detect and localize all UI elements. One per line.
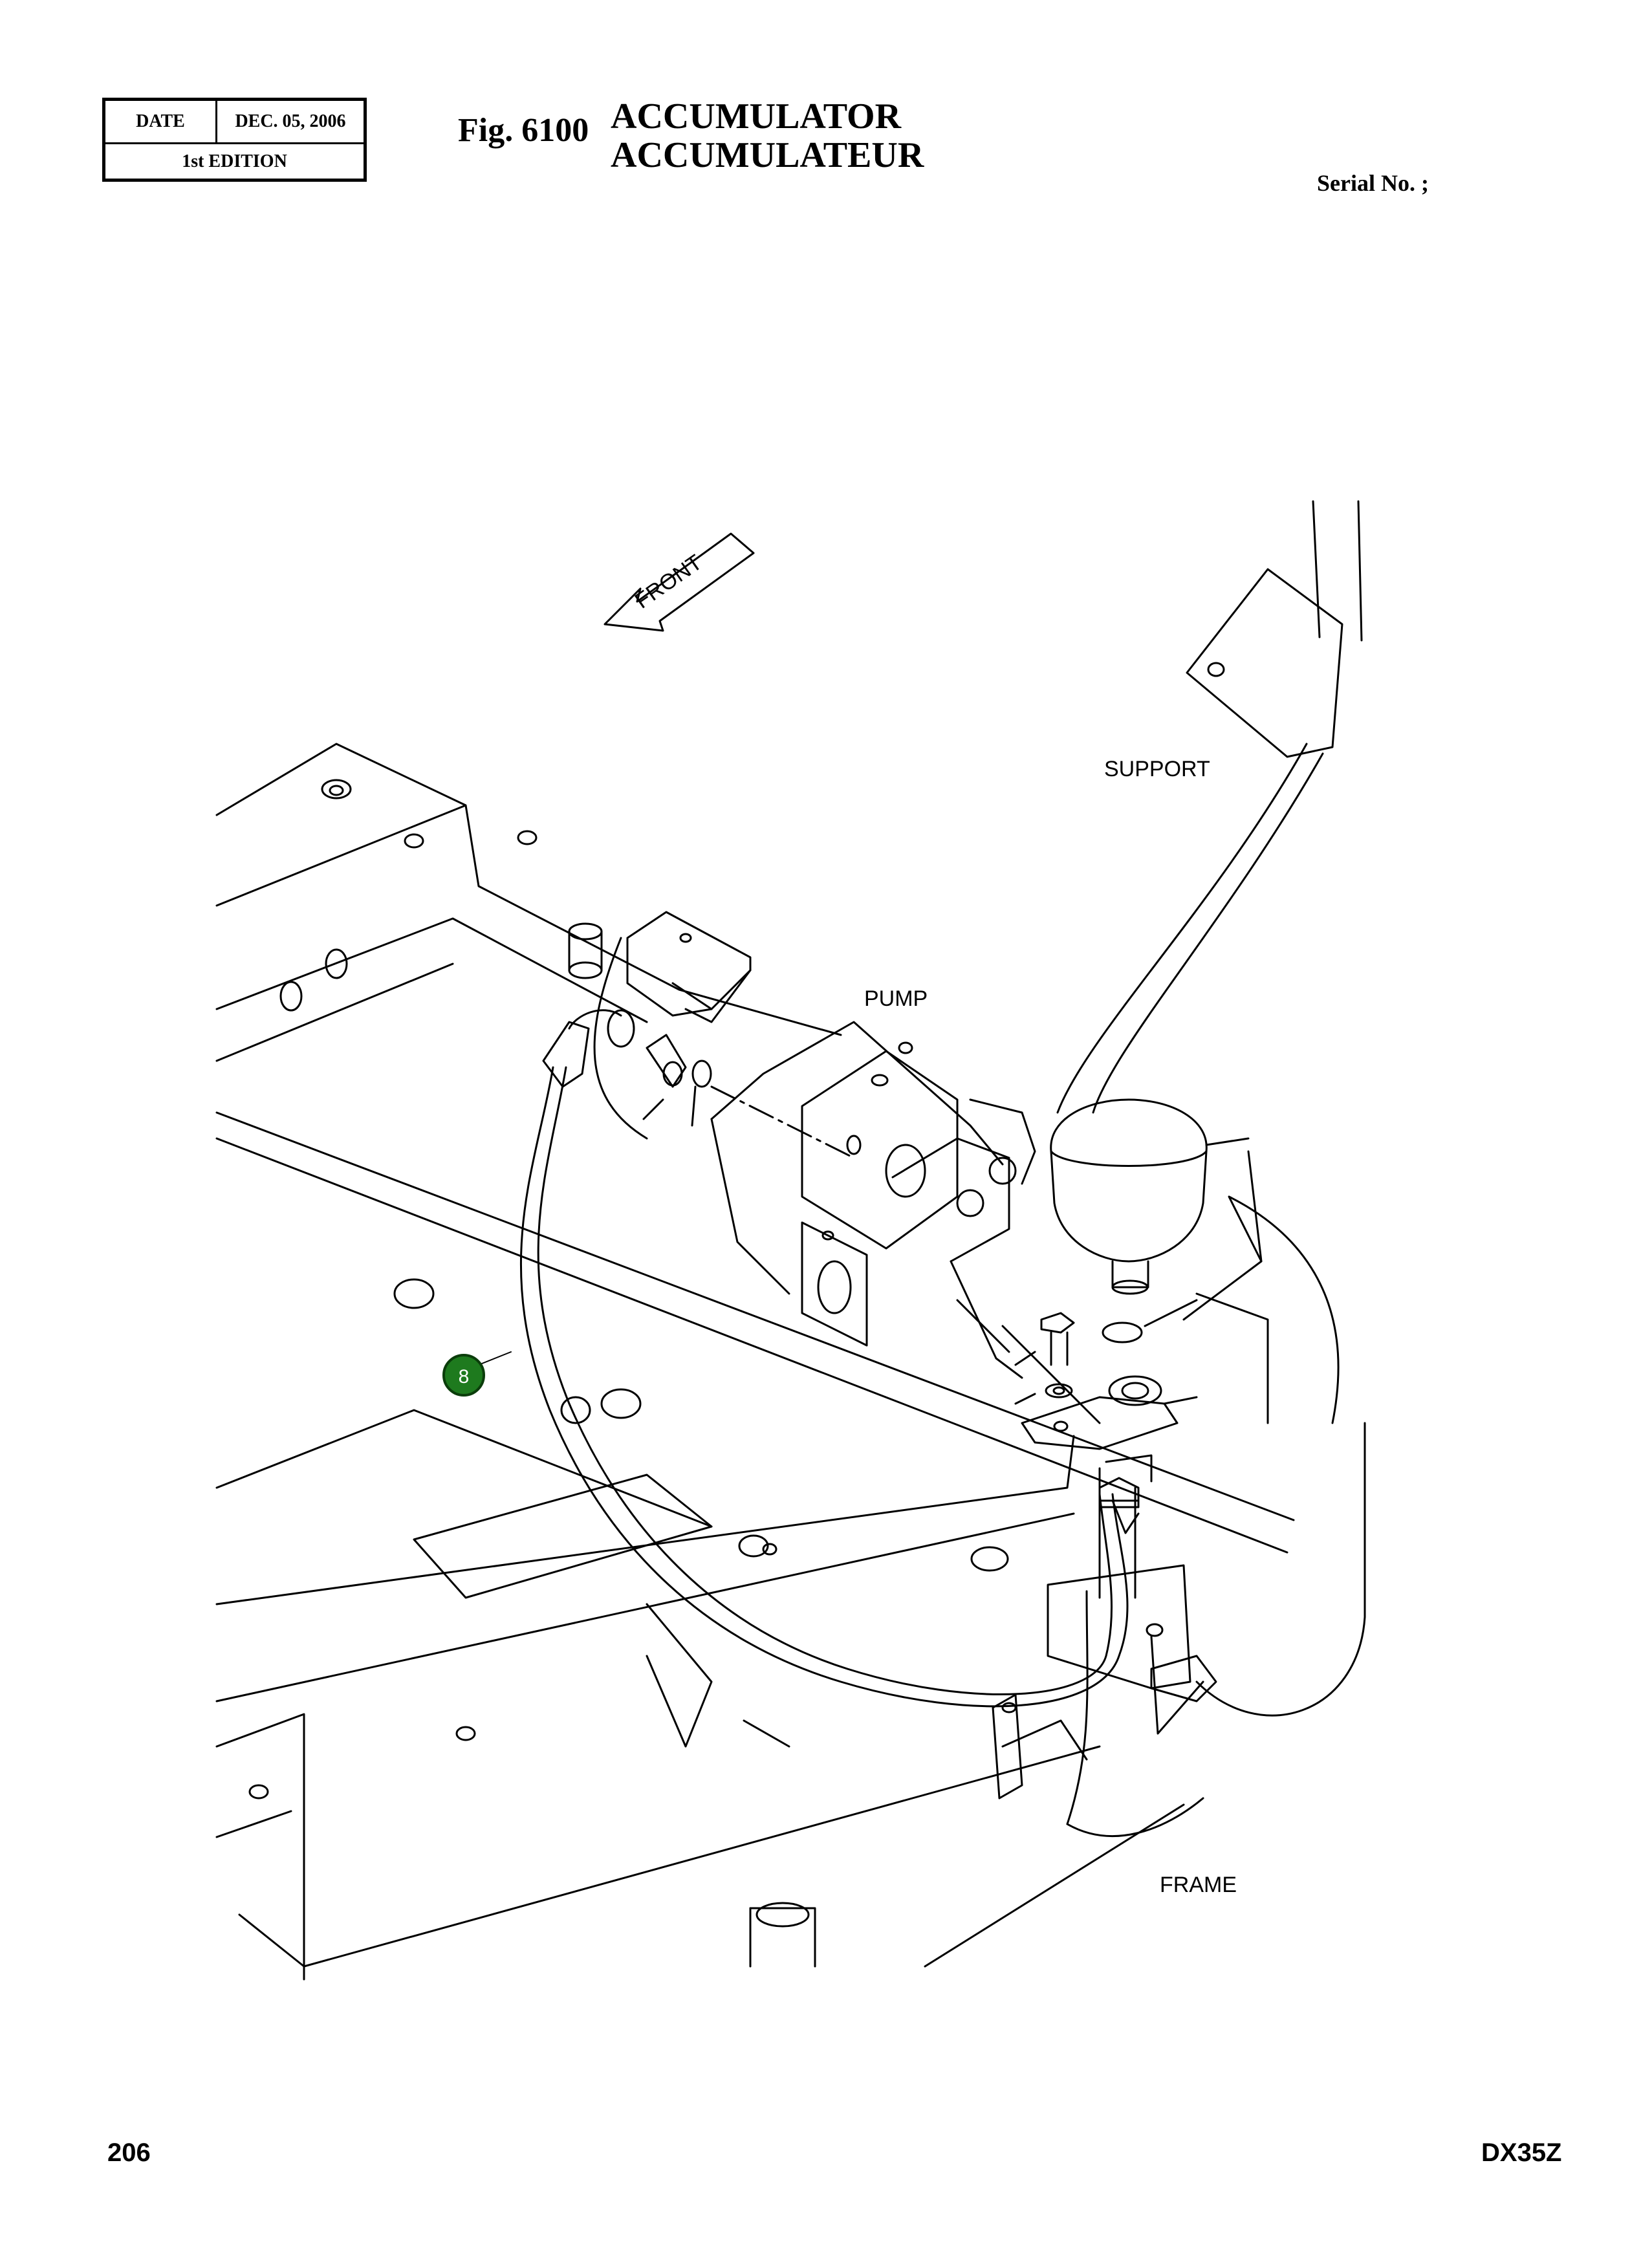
frame-bosses [393, 922, 642, 1424]
frame-outline [215, 743, 1366, 1981]
page-number: 206 [107, 2138, 151, 2167]
date-value: DEC. 05, 2006 [235, 111, 346, 131]
front-label: FRONT [631, 550, 707, 613]
support-bracket [1056, 500, 1363, 1114]
title-french: ACCUMULATEUR [611, 135, 924, 175]
pump-body [710, 1021, 1036, 1379]
pump-bracket [626, 911, 752, 1023]
model-code: DX35Z [1481, 2138, 1562, 2167]
date-label: DATE [105, 101, 217, 142]
front-arrow-icon [603, 532, 755, 632]
callout-8[interactable]: 8 [442, 1354, 485, 1397]
frame-side-plate [992, 1292, 1269, 1838]
figure-number: Fig. 6100 [458, 112, 589, 149]
frame-holes [248, 779, 1164, 1800]
serial-number: Serial No. ; [1317, 170, 1429, 196]
callout-number: 8 [459, 1366, 470, 1387]
pump-label: PUMP [864, 986, 928, 1011]
title-english: ACCUMULATOR [611, 96, 902, 136]
leader-lines [478, 1351, 512, 1365]
edition-label: 1st EDITION [182, 151, 287, 171]
frame-label: FRAME [1160, 1873, 1237, 1897]
bolt-washer [1014, 1312, 1075, 1405]
support-label: SUPPORT [1104, 757, 1210, 781]
lower-fitting [1098, 1477, 1140, 1599]
mounting-block [1021, 1375, 1198, 1534]
accumulator [1050, 1098, 1250, 1295]
fittings [642, 1034, 1198, 1343]
date-edition-box: DATE DEC. 05, 2006 1st EDITION [102, 98, 367, 182]
hose [519, 1009, 1129, 1708]
